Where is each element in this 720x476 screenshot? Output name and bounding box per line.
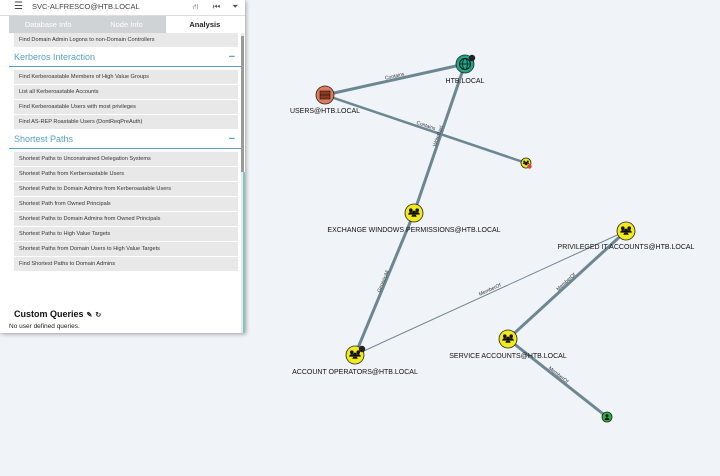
section-title: Kerberos Interaction xyxy=(14,52,96,62)
search-input[interactable] xyxy=(32,1,162,12)
node-label: ACCOUNT OPERATORS@HTB.LOCAL xyxy=(292,369,418,376)
road-icon[interactable]: ⛙ xyxy=(193,2,199,11)
graph-node-sa[interactable]: SERVICE ACCOUNTS@HTB.LOCAL xyxy=(449,329,567,360)
section-kerberos-interaction[interactable]: Kerberos Interaction − xyxy=(9,48,241,67)
scrollbar-accent xyxy=(243,172,245,333)
left-panel: ☰ ⛙ ⏮ ⏷ Database Info Node Info Analysis… xyxy=(0,0,245,333)
query-item[interactable]: Find Shortest Paths to Domain Admins xyxy=(14,257,238,272)
graph-node-pit[interactable]: PRIVILEGED IT ACCOUNTS@HTB.LOCAL xyxy=(558,221,695,251)
custom-queries-empty: No user defined queries. xyxy=(9,323,80,330)
query-item[interactable]: Shortest Paths to High Value Targets xyxy=(14,227,238,242)
query-item[interactable]: Find AS-REP Roastable Users (DontReqPreA… xyxy=(14,115,238,130)
edge-line xyxy=(412,63,467,214)
ou-icon xyxy=(319,90,331,100)
analysis-content: Find Domain Admin Logons to non-Domain C… xyxy=(9,33,241,333)
tab-bar: Database Info Node Info Analysis xyxy=(9,16,244,33)
scrollbar[interactable] xyxy=(241,33,244,333)
filter-icon[interactable]: ⏷ xyxy=(232,2,239,11)
edge-line xyxy=(324,93,527,165)
graph-node-users[interactable]: USERS@HTB.LOCAL xyxy=(290,85,360,115)
collapse-icon[interactable]: − xyxy=(228,51,235,63)
query-item[interactable]: List all Kerberoastable Accounts xyxy=(14,85,238,100)
tab-analysis[interactable]: Analysis xyxy=(165,16,244,33)
group-icon xyxy=(408,208,420,217)
node-label: USERS@HTB.LOCAL xyxy=(290,108,360,115)
refresh-icon[interactable]: ↻ xyxy=(95,312,102,319)
query-item[interactable]: Shortest Paths from Domain Users to High… xyxy=(14,242,238,257)
node-label: SERVICE ACCOUNTS@HTB.LOCAL xyxy=(449,353,567,360)
query-item[interactable]: Find Kerberoastable Members of High Valu… xyxy=(14,70,238,85)
menu-icon[interactable]: ☰ xyxy=(14,1,23,12)
nodes-layer: HTB.LOCAL USERS@HTB.LOCAL EXCHANGE WINDOWS… xyxy=(290,54,695,423)
graph-edge[interactable]: MemberOf xyxy=(507,337,608,419)
tab-database-info[interactable]: Database Info xyxy=(24,20,72,29)
graph-node-usr[interactable] xyxy=(601,411,613,423)
node-label: EXCHANGE WINDOWS PERMISSIONS@HTB.LOCAL xyxy=(327,227,500,234)
scrollbar-thumb[interactable] xyxy=(241,36,244,172)
graph-edge[interactable]: Contains xyxy=(324,93,527,165)
tab-node-info[interactable]: Node Info xyxy=(110,20,143,29)
query-item[interactable]: Shortest Paths to Domain Admins from Ker… xyxy=(14,182,238,197)
graph-edge[interactable]: GenericAll xyxy=(353,212,416,356)
domain-icon xyxy=(459,58,471,70)
edge-line xyxy=(506,229,628,341)
owned-badge-icon xyxy=(527,164,532,169)
query-item[interactable]: Find Domain Admin Logons to non-Domain C… xyxy=(14,33,238,48)
graph-node-svc[interactable] xyxy=(520,157,532,169)
user-icon xyxy=(604,414,610,420)
graph-node-ao[interactable]: ACCOUNT OPERATORS@HTB.LOCAL xyxy=(292,345,418,376)
graph-node-htb[interactable]: HTB.LOCAL xyxy=(446,54,485,85)
edge-label: Contains xyxy=(385,71,406,81)
edge-label: MemberOf xyxy=(547,366,570,386)
search-bar: ☰ ⛙ ⏮ ⏷ xyxy=(0,0,245,16)
group-icon xyxy=(502,334,514,343)
collapse-icon[interactable]: − xyxy=(228,133,235,145)
query-item[interactable]: Shortest Paths to Unconstrained Delegati… xyxy=(14,152,238,167)
section-shortest-paths[interactable]: Shortest Paths − xyxy=(9,130,241,149)
edge-line xyxy=(324,62,466,97)
user-group-icon xyxy=(522,160,530,166)
edge-label: MemberOf xyxy=(556,272,578,293)
back-icon[interactable]: ⏮ xyxy=(213,2,221,11)
query-item[interactable]: Find Kerberoastable Users with most priv… xyxy=(14,100,238,115)
badge-icon xyxy=(358,345,366,353)
group-icon xyxy=(620,226,632,235)
edge-line xyxy=(353,212,416,356)
node-label: PRIVILEGED IT ACCOUNTS@HTB.LOCAL xyxy=(558,244,695,251)
edit-icon[interactable]: ✎ xyxy=(86,312,93,319)
custom-queries-title: Custom Queries✎↻ xyxy=(14,309,102,319)
edge-line xyxy=(507,337,608,419)
graph-edge[interactable]: Contains xyxy=(324,62,466,97)
group-icon xyxy=(349,350,361,359)
custom-queries: Custom Queries✎↻ No user defined queries… xyxy=(9,300,241,333)
node-label: HTB.LOCAL xyxy=(446,78,485,85)
edge-line xyxy=(354,230,627,356)
query-item[interactable]: Shortest Path from Owned Principals xyxy=(14,197,238,212)
badge-icon xyxy=(468,54,476,62)
query-item[interactable]: Shortest Paths from Kerberoastable Users xyxy=(14,167,238,182)
edge-label: MemberOf xyxy=(478,282,503,298)
query-item[interactable]: Shortest Paths to Domain Admins from Own… xyxy=(14,212,238,227)
graph-node-ewp[interactable]: EXCHANGE WINDOWS PERMISSIONS@HTB.LOCAL xyxy=(327,203,501,234)
section-title: Shortest Paths xyxy=(14,134,74,144)
